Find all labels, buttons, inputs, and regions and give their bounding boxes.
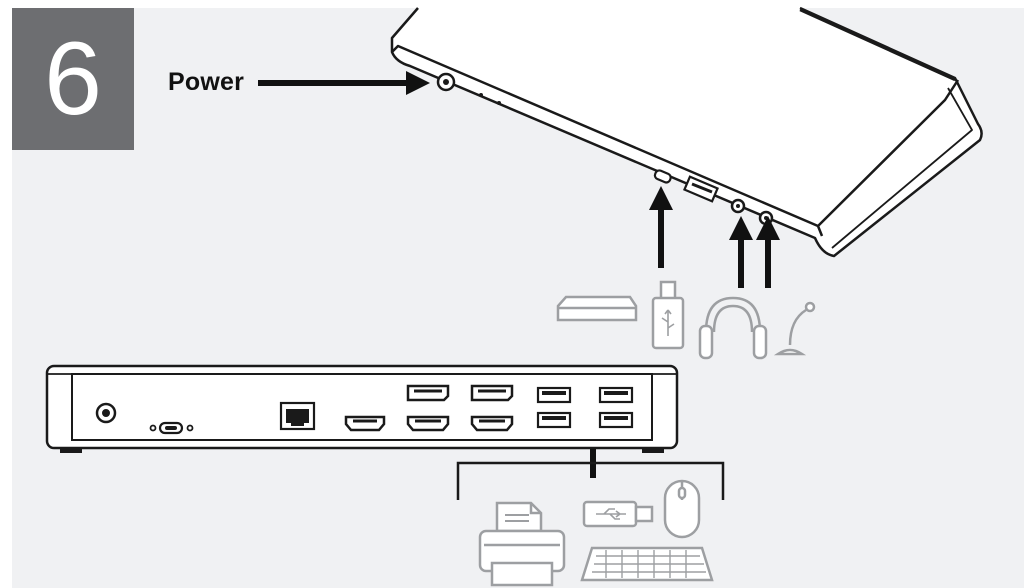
printer-icon bbox=[480, 503, 564, 585]
microphone-icon bbox=[778, 303, 814, 354]
external-hdd-icon bbox=[558, 297, 636, 320]
dock-front-panel bbox=[47, 366, 677, 453]
dock-top-view bbox=[392, 8, 982, 256]
mouse-icon bbox=[665, 481, 699, 537]
usb-drive-icon bbox=[584, 502, 652, 526]
keyboard-icon bbox=[582, 548, 712, 580]
headphones-icon bbox=[700, 298, 766, 358]
usb-drive-icon bbox=[653, 282, 683, 348]
